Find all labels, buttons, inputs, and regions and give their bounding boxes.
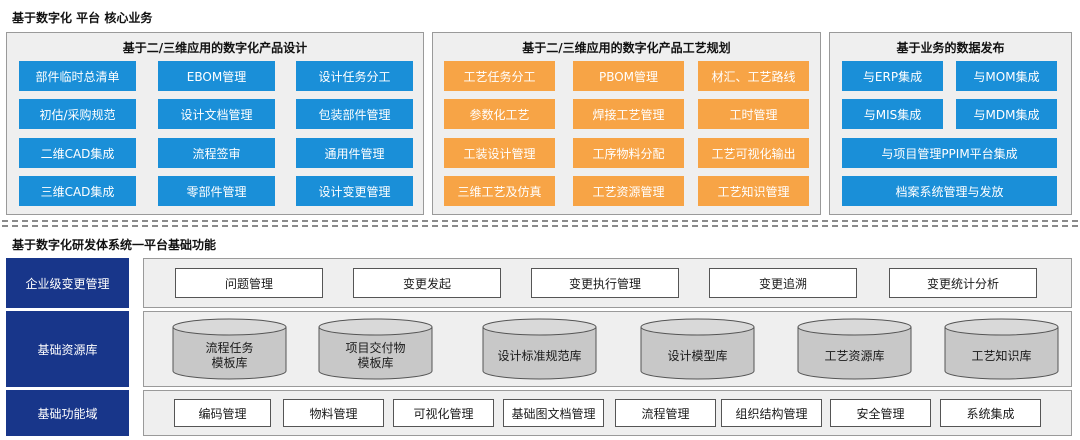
item-ppim-integration[interactable]: 与项目管理PPIM平台集成 <box>842 138 1057 168</box>
item-3d-process-simulation[interactable]: 三维工艺及仿真 <box>444 176 555 206</box>
item-pbom-management[interactable]: PBOM管理 <box>573 61 684 91</box>
database-icon <box>172 318 287 380</box>
panel-product-design: 基于二/三维应用的数字化产品设计 部件临时总清单 EBOM管理 设计任务分工 初… <box>6 32 424 215</box>
panel-title-data-publishing: 基于业务的数据发布 <box>896 41 1005 55</box>
item-change-traceability[interactable]: 变更追溯 <box>709 268 857 298</box>
item-change-execution-management[interactable]: 变更执行管理 <box>531 268 679 298</box>
panel-title-process-planning: 基于二/三维应用的数字化产品工艺规划 <box>522 41 731 55</box>
item-packaging-parts-management[interactable]: 包装部件管理 <box>296 99 413 129</box>
item-archive-system-management[interactable]: 档案系统管理与发放 <box>842 176 1057 206</box>
item-material-management[interactable]: 物料管理 <box>283 399 384 427</box>
row-panel-change-management: 问题管理 变更发起 变更执行管理 变更追溯 变更统计分析 <box>143 258 1072 308</box>
item-workflow-management[interactable]: 流程管理 <box>615 399 716 427</box>
item-security-management[interactable]: 安全管理 <box>830 399 931 427</box>
section-divider-bottom <box>2 225 1078 227</box>
item-change-initiation[interactable]: 变更发起 <box>353 268 501 298</box>
item-system-integration[interactable]: 系统集成 <box>940 399 1041 427</box>
db-label: 工艺资源库 <box>824 348 885 363</box>
item-parametric-process[interactable]: 参数化工艺 <box>444 99 555 129</box>
item-design-document-management[interactable]: 设计文档管理 <box>158 99 275 129</box>
panel-data-publishing: 基于业务的数据发布 与ERP集成 与MOM集成 与MIS集成 与MDM集成 与项… <box>829 32 1072 215</box>
item-process-resource-management[interactable]: 工艺资源管理 <box>573 176 684 206</box>
item-process-task-division[interactable]: 工艺任务分工 <box>444 61 555 91</box>
panel-title-product-design: 基于二/三维应用的数字化产品设计 <box>122 41 308 55</box>
item-visualization-management[interactable]: 可视化管理 <box>393 399 494 427</box>
db-design-standards[interactable]: 设计标准规范库 <box>482 318 597 380</box>
row-label-basic-functions: 基础功能域 <box>6 390 129 436</box>
db-label: 设计模型库 <box>667 348 728 363</box>
database-icon <box>482 318 597 380</box>
row-panel-resource-library: 流程任务 模板库 项目交付物 模板库 设计标准规范库 设计模型库 工艺资源库 <box>143 311 1072 387</box>
panel-process-planning: 基于二/三维应用的数字化产品工艺规划 工艺任务分工 PBOM管理 材汇、工艺路线… <box>432 32 821 215</box>
row-panel-basic-functions: 编码管理 物料管理 可视化管理 基础图文档管理 流程管理 组织结构管理 安全管理… <box>143 390 1072 436</box>
database-icon <box>797 318 912 380</box>
item-erp-integration[interactable]: 与ERP集成 <box>842 61 943 91</box>
item-common-parts-management[interactable]: 通用件管理 <box>296 138 413 168</box>
item-3d-cad-integration[interactable]: 三维CAD集成 <box>19 176 136 206</box>
item-workflow-approval[interactable]: 流程签审 <box>158 138 275 168</box>
item-parts-management[interactable]: 零部件管理 <box>158 176 275 206</box>
item-ebom-management[interactable]: EBOM管理 <box>158 61 275 91</box>
item-parts-temp-list[interactable]: 部件临时总清单 <box>19 61 136 91</box>
row-label-resource-library: 基础资源库 <box>6 311 129 387</box>
db-design-model[interactable]: 设计模型库 <box>640 318 755 380</box>
item-2d-cad-integration[interactable]: 二维CAD集成 <box>19 138 136 168</box>
db-process-knowledge[interactable]: 工艺知识库 <box>944 318 1059 380</box>
item-mom-integration[interactable]: 与MOM集成 <box>956 61 1057 91</box>
item-mdm-integration[interactable]: 与MDM集成 <box>956 99 1057 129</box>
row-label-change-management: 企业级变更管理 <box>6 258 129 308</box>
item-material-summary-process-route[interactable]: 材汇、工艺路线 <box>698 61 809 91</box>
item-work-hours-management[interactable]: 工时管理 <box>698 99 809 129</box>
database-icon <box>640 318 755 380</box>
db-label: 项目交付物 模板库 <box>345 341 406 370</box>
db-label: 工艺知识库 <box>971 348 1032 363</box>
item-design-change-management[interactable]: 设计变更管理 <box>296 176 413 206</box>
database-icon <box>318 318 433 380</box>
db-process-resource[interactable]: 工艺资源库 <box>797 318 912 380</box>
item-design-task-division[interactable]: 设计任务分工 <box>296 61 413 91</box>
database-icon <box>944 318 1059 380</box>
platform-title: 基于数字化研发体系统一平台基础功能 <box>12 238 217 252</box>
item-issue-management[interactable]: 问题管理 <box>175 268 323 298</box>
item-base-drawing-doc-management[interactable]: 基础图文档管理 <box>503 399 604 427</box>
item-code-management[interactable]: 编码管理 <box>174 399 271 427</box>
db-label: 设计标准规范库 <box>497 348 582 363</box>
section-divider-top <box>2 220 1078 222</box>
item-process-knowledge-management[interactable]: 工艺知识管理 <box>698 176 809 206</box>
db-project-deliverable-template[interactable]: 项目交付物 模板库 <box>318 318 433 380</box>
item-tooling-design-management[interactable]: 工装设计管理 <box>444 138 555 168</box>
item-process-visual-output[interactable]: 工艺可视化输出 <box>698 138 809 168</box>
item-operation-material-allocation[interactable]: 工序物料分配 <box>573 138 684 168</box>
item-estimate-purchase-spec[interactable]: 初估/采购规范 <box>19 99 136 129</box>
core-business-title: 基于数字化 平台 核心业务 <box>12 11 153 25</box>
item-welding-process-management[interactable]: 焊接工艺管理 <box>573 99 684 129</box>
item-change-statistics-analysis[interactable]: 变更统计分析 <box>889 268 1037 298</box>
db-process-task-template[interactable]: 流程任务 模板库 <box>172 318 287 380</box>
item-org-structure-management[interactable]: 组织结构管理 <box>721 399 822 427</box>
db-label: 流程任务 模板库 <box>205 341 254 370</box>
item-mis-integration[interactable]: 与MIS集成 <box>842 99 943 129</box>
